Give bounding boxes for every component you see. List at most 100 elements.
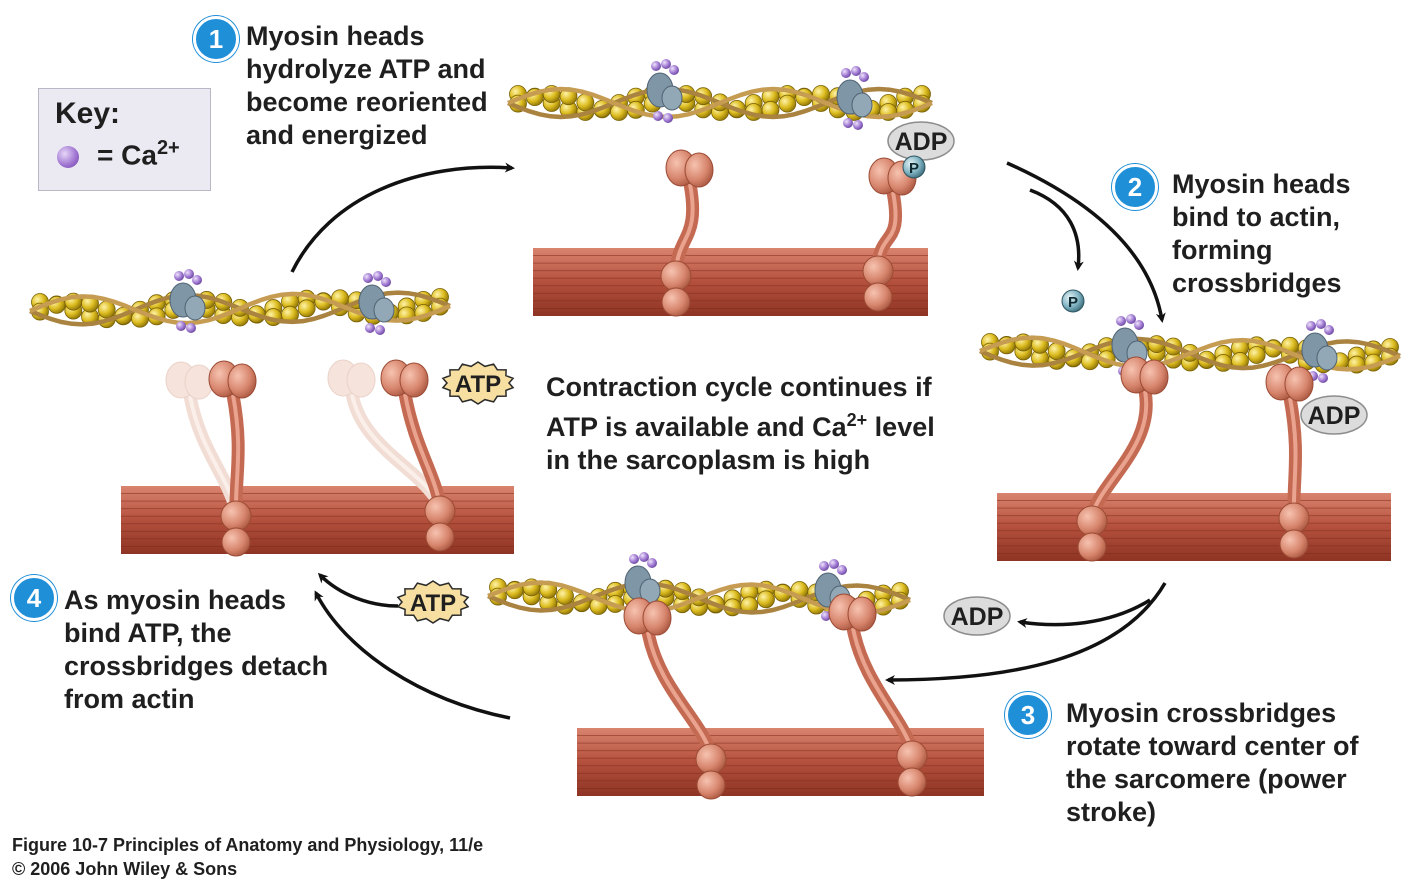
panel-2-myosin-crossbridge (1076, 356, 1169, 562)
step-4-text: As myosin heads bind ATP, the crossbridg… (64, 584, 328, 716)
calcium-ion (1306, 321, 1316, 331)
calcium-ion (647, 558, 657, 568)
phosphate-label: P (909, 160, 919, 177)
calcium-ion (653, 111, 663, 121)
calcium-ion (661, 59, 671, 69)
myosin-anchor-head (220, 500, 252, 532)
phosphate-circle (1061, 289, 1085, 313)
calcium-ion (1134, 320, 1144, 330)
calcium-ion (851, 66, 861, 76)
step-1-line-2: hydrolyze ATP and (246, 54, 486, 84)
myosin-neck-highlight (403, 393, 442, 506)
central-line-3: in the sarcoplasm is high (546, 445, 871, 475)
calcium-ion (629, 554, 639, 564)
panel-1-troponin (646, 59, 683, 123)
myosin-head (399, 362, 429, 398)
released-phosphate: P (1061, 289, 1085, 313)
calcium-ion (841, 68, 851, 78)
arrow-phosphate-release (1029, 188, 1084, 271)
adp-label: ADP (951, 603, 1004, 631)
step-2-line-4: crossbridges (1172, 268, 1342, 298)
myosin-anchor-head (863, 282, 893, 312)
step-4-line-3: crossbridges detach (64, 651, 329, 681)
calcium-ion (176, 321, 186, 331)
calcium-ion (363, 273, 373, 283)
key-calcium-charge: 2+ (156, 137, 180, 159)
calcium-ion (669, 65, 679, 75)
thick-filament-body (121, 486, 514, 554)
panel-4-thick-filament (121, 486, 514, 554)
arrow-step4-to-step1 (290, 162, 515, 273)
step-1-line-1: Myosin heads (246, 21, 425, 51)
calcium-ion (837, 565, 847, 575)
atp-label: ATP (455, 371, 501, 398)
thick-filament-body (533, 248, 928, 316)
step-4-badge: 4 (11, 575, 57, 621)
panel-1-thick-filament (533, 248, 928, 316)
myosin-neck-highlight (876, 191, 898, 266)
troponin-complex (1316, 345, 1338, 371)
actin-monomer (778, 94, 797, 113)
myosin-neck-highlight (1288, 397, 1298, 513)
myosin-head (847, 596, 877, 632)
central-note: Contraction cycle continues if ATP is av… (546, 371, 935, 477)
arrow-step3-to-step4 (314, 590, 511, 720)
panel-1-troponin (836, 66, 873, 130)
calcium-ion (663, 113, 673, 123)
calcium-ion (1318, 373, 1328, 383)
calcium-ion (381, 277, 391, 287)
step-2-text: Myosin heads bind to actin, forming cros… (1172, 168, 1351, 300)
myosin-anchor-head (1278, 502, 1310, 534)
calcium-ion (819, 561, 829, 571)
step-1-line-4: and energized (246, 120, 428, 150)
central-calcium-charge: 2+ (846, 410, 868, 430)
step-4-line-1: As myosin heads (64, 585, 287, 615)
panel-1-myosin-crossbridge (660, 149, 714, 317)
panel-4-troponin (169, 269, 206, 333)
arrow-step2-to-step3 (885, 582, 1167, 685)
myosin-anchor-head (695, 743, 727, 775)
adp-ellipse (1300, 395, 1368, 435)
troponin-complex (661, 85, 683, 111)
myosin-neck-highlight (674, 183, 695, 271)
atp-burst (396, 580, 470, 624)
adp-label: ADP (895, 128, 948, 156)
calcium-ion (186, 323, 196, 333)
panel-3-troponin (624, 552, 661, 616)
calcium-ion (829, 559, 839, 569)
myosin-anchor-head (660, 260, 692, 292)
phosphate-circle (902, 155, 926, 179)
panel-2-thin-filament (979, 333, 1401, 374)
arrow-adp-release (1017, 598, 1151, 628)
atp-burst (441, 361, 515, 405)
step-1-badge: 1 (193, 16, 239, 62)
step-2-line-2: bind to actin, (1172, 202, 1340, 232)
troponin-complex (184, 295, 206, 321)
calcium-ion-icon (57, 146, 79, 168)
calcium-ion (192, 275, 202, 285)
troponin-complex (373, 297, 395, 323)
figure-caption: Figure 10-7 Principles of Anatomy and Ph… (12, 833, 483, 881)
myosin-head (346, 362, 376, 398)
calcium-ion (1126, 314, 1136, 324)
step-1-text: Myosin heads hydrolyze ATP and become re… (246, 20, 488, 152)
key-title: Key: (55, 97, 121, 130)
incoming-atp: ATP (396, 580, 470, 624)
myosin-head (1284, 366, 1314, 402)
panel-3-myosin-crossbridge (828, 593, 928, 797)
myosin-anchor-head (896, 740, 928, 772)
calcium-ion (821, 611, 831, 621)
myosin-anchor-head (425, 522, 455, 552)
panel-4-troponin (358, 271, 395, 335)
key-calcium-text: = Ca (97, 139, 157, 171)
panel-2-myosin-crossbridge (1265, 363, 1314, 559)
step-3-text: Myosin crossbridges rotate toward center… (1066, 697, 1359, 829)
panel-3-myosin-crossbridge (623, 597, 727, 800)
phosphate-label: P (1068, 294, 1078, 311)
atp-label: ATP (410, 590, 456, 617)
step-2-badge: 2 (1112, 164, 1158, 210)
step-2-line-3: forming (1172, 235, 1273, 265)
myosin-anchor-head (1077, 532, 1107, 562)
